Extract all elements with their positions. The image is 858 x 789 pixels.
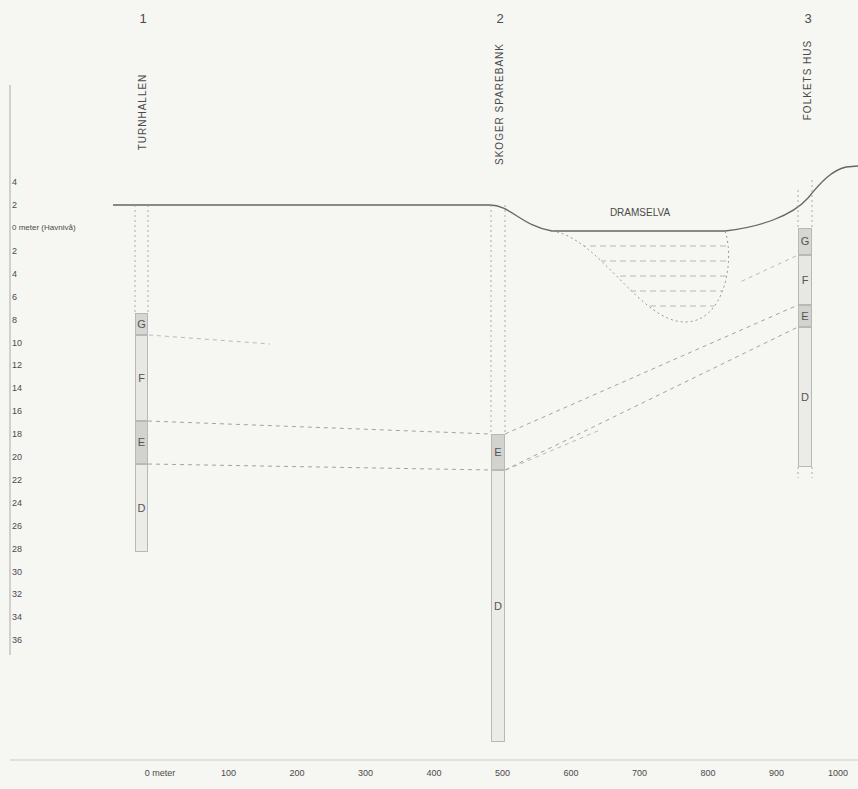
correlation-connector xyxy=(148,421,491,470)
depth-tick-label: 2 xyxy=(12,246,17,255)
depth-tick-label: 18 xyxy=(12,430,22,439)
strata-layer: E xyxy=(135,421,148,464)
depth-tick-label: 12 xyxy=(12,361,22,370)
depth-tick-label: 6 xyxy=(12,292,17,301)
strata-layer: D xyxy=(491,470,505,742)
depth-tick-label: 10 xyxy=(12,338,22,347)
layer-letter: E xyxy=(494,447,501,458)
depth-tick-label: 36 xyxy=(12,636,22,645)
strata-layer: F xyxy=(135,335,148,421)
depth-tick-label: 0 meter (Havnivå) xyxy=(12,224,76,232)
depth-axis xyxy=(10,85,11,655)
site-name: SKOGER SPAREBANK xyxy=(495,43,505,165)
correlation-lines xyxy=(149,256,796,470)
layer-letter: D xyxy=(801,392,809,403)
depth-tick-label: 28 xyxy=(12,544,22,553)
strata-layer: F xyxy=(798,255,812,305)
layer-letter: F xyxy=(138,373,145,384)
depth-tick-label: 8 xyxy=(12,315,17,324)
depth-tick-label: 32 xyxy=(12,590,22,599)
distance-tick-label: 600 xyxy=(563,769,578,778)
distance-tick-label: 800 xyxy=(700,769,715,778)
depth-tick-label: 4 xyxy=(12,178,17,187)
distance-tick-label: 300 xyxy=(358,769,373,778)
distance-tick-label: 700 xyxy=(632,769,647,778)
distance-tick-label: 100 xyxy=(221,769,236,778)
distance-tick-label: 0 meter xyxy=(145,769,176,778)
depth-tick-label: 30 xyxy=(12,567,22,576)
strata-layer: E xyxy=(491,434,505,470)
layer-letter: G xyxy=(137,319,146,330)
river-water xyxy=(550,246,730,306)
depth-tick-label: 26 xyxy=(12,521,22,530)
depth-tick-label: 2 xyxy=(12,201,17,210)
site-name: FOLKETS HUS xyxy=(803,40,813,120)
layer-letter: E xyxy=(138,437,145,448)
depth-tick-label: 20 xyxy=(12,453,22,462)
distance-tick-label: 400 xyxy=(426,769,441,778)
depth-tick-label: 4 xyxy=(12,269,17,278)
strata-layer: E xyxy=(798,305,812,327)
correlation-connector xyxy=(505,305,798,470)
strata-layer: D xyxy=(135,464,148,552)
depth-tick-label: 14 xyxy=(12,384,22,393)
ground-surface xyxy=(113,166,858,231)
layer-letter: D xyxy=(494,601,502,612)
borehole-number: 3 xyxy=(804,12,811,25)
layer-letter: F xyxy=(802,275,809,286)
borehole-guides xyxy=(135,180,812,478)
distance-tick-label: 200 xyxy=(289,769,304,778)
depth-tick-label: 16 xyxy=(12,407,22,416)
strata-layer: D xyxy=(798,327,812,467)
distance-tick-label: 900 xyxy=(769,769,784,778)
strata-layer: G xyxy=(135,313,148,335)
site-name: TURNHALLEN xyxy=(138,74,148,151)
depth-tick-label: 34 xyxy=(12,613,22,622)
distance-axis xyxy=(10,760,858,761)
depth-tick-label: 22 xyxy=(12,475,22,484)
river-bed xyxy=(552,231,729,322)
layer-letter: G xyxy=(801,236,810,247)
river-name: DRAMSELVA xyxy=(610,208,670,218)
depth-tick-label: 24 xyxy=(12,498,22,507)
borehole-number: 1 xyxy=(139,12,146,25)
strata-layer: G xyxy=(798,228,812,255)
borehole-number: 2 xyxy=(496,12,503,25)
layer-letter: E xyxy=(801,311,808,322)
layer-letter: D xyxy=(138,503,146,514)
distance-tick-label: 1000 xyxy=(828,769,848,778)
distance-tick-label: 500 xyxy=(495,769,510,778)
